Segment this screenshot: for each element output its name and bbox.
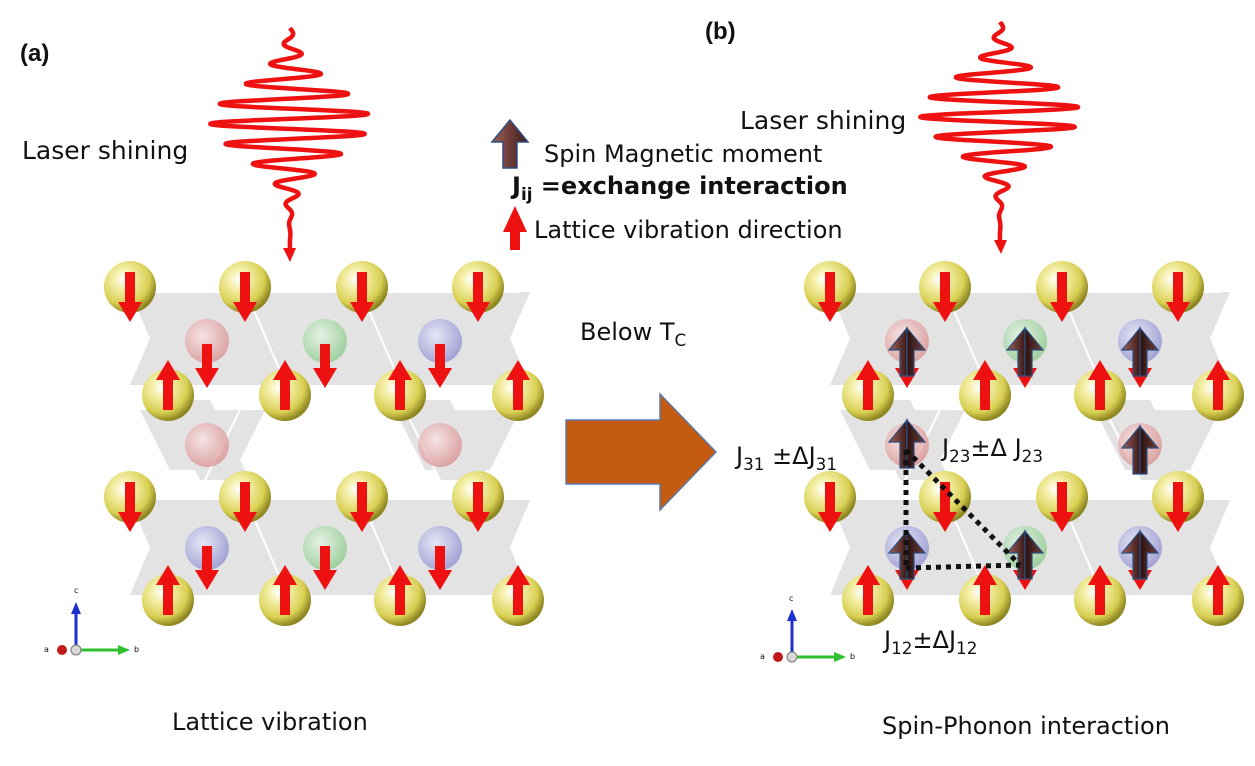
lattice-vibration-arrow [1166, 482, 1190, 532]
lattice-vibration-arrow [388, 565, 412, 615]
j12-label: J12±ΔJ12 [884, 626, 978, 658]
lattice-vibration-arrow [350, 482, 374, 532]
lattice-vibration-arrow [933, 482, 957, 532]
panel-b-lattice [804, 261, 1244, 626]
laser-label-a: Laser shining [22, 136, 189, 165]
axes-indicator-a [57, 602, 130, 656]
legend-lattice-label: Lattice vibration direction [534, 216, 843, 244]
lattice-atom-inner [418, 423, 462, 467]
lattice-vibration-arrow [466, 482, 490, 532]
lattice-vibration-arrow [388, 360, 412, 410]
axis-a-label-b: a [760, 652, 765, 661]
axis-b-label-b: b [850, 652, 856, 661]
spin-moment-arrow [1024, 529, 1045, 580]
lattice-vibration-arrow [233, 482, 257, 532]
spin-moment-arrow [887, 326, 908, 377]
lattice-vibration-arrow [506, 565, 530, 615]
lattice-vibration-arrow [313, 344, 337, 388]
transition-arrow [565, 392, 718, 512]
legend-lattice-arrow-icon [503, 206, 527, 250]
spin-moment-arrow [1120, 326, 1141, 377]
spin-moment-arrow [1139, 424, 1160, 475]
lattice-vibration-arrow [118, 272, 142, 322]
axis-b-label-a: b [134, 645, 140, 654]
laser-pulse-a [208, 26, 371, 252]
lattice-vibration-arrow [466, 272, 490, 322]
lattice-vibration-arrow [818, 482, 842, 532]
laser-pulse-b [918, 20, 1081, 244]
lattice-vibration-arrow [195, 546, 219, 590]
lattice-atom-inner [418, 319, 462, 363]
spin-moment-arrow [1139, 529, 1160, 580]
spin-moment-arrow [906, 529, 927, 580]
lattice-vibration-arrow [313, 546, 337, 590]
exchange-triangle [903, 448, 1022, 571]
lattice-vibration-arrow [1206, 360, 1230, 410]
lattice-vibration-arrow [118, 482, 142, 532]
lattice-vibration-arrow [273, 360, 297, 410]
spin-moment-arrow [1005, 529, 1026, 580]
lattice-vibration-arrow [273, 565, 297, 615]
lattice-vibration-arrow [1050, 482, 1074, 532]
spin-moment-arrow [1120, 529, 1141, 580]
spin-moment-arrow [1139, 326, 1160, 377]
spin-moment-arrow [1120, 424, 1141, 475]
lattice-vibration-arrow [156, 360, 180, 410]
lattice-atom-inner [303, 319, 347, 363]
axis-c-label-a: c [74, 586, 79, 595]
lattice-vibration-arrow [856, 360, 880, 410]
lattice-vibration-arrow [428, 344, 452, 388]
spin-moment-arrow [906, 418, 927, 469]
caption-b: Spin-Phonon interaction [882, 712, 1170, 740]
lattice-vibration-arrow [195, 344, 219, 388]
lattice-vibration-arrow [428, 546, 452, 590]
spin-moment-arrow [906, 326, 927, 377]
lattice-vibration-arrow [506, 360, 530, 410]
axes-indicator-b [773, 609, 846, 663]
lattice-vibration-arrow [933, 272, 957, 322]
axis-c-label-b: c [789, 594, 794, 603]
legend-spin-icon [490, 118, 530, 169]
spin-moment-arrow [887, 418, 908, 469]
lattice-vibration-arrow [1088, 360, 1112, 410]
transition-label: Below TC [580, 318, 687, 350]
lattice-vibration-arrow [233, 272, 257, 322]
lattice-vibration-arrow [156, 565, 180, 615]
lattice-vibration-arrow [350, 272, 374, 322]
caption-a: Lattice vibration [172, 708, 368, 736]
lattice-vibration-arrow [1088, 565, 1112, 615]
lattice-atom-inner [185, 423, 229, 467]
lattice-vibration-arrow [1206, 565, 1230, 615]
panel-a-tag: (a) [20, 40, 50, 67]
lattice-vibration-arrow [818, 272, 842, 322]
j23-label: J23±Δ J23 [942, 434, 1044, 466]
lattice-vibration-arrow [973, 360, 997, 410]
panel-a-lattice [104, 261, 544, 626]
spin-moment-arrow [1024, 326, 1045, 377]
lattice-vibration-arrow [1166, 272, 1190, 322]
spin-moment-arrow [1005, 326, 1026, 377]
j31-label: J31 ±ΔJ31 [736, 442, 838, 474]
laser-arrowhead-b [994, 240, 1007, 254]
laser-arrowhead-a [283, 248, 296, 262]
lattice-atom-inner [185, 319, 229, 363]
lattice-vibration-arrow [1050, 272, 1074, 322]
laser-label-b: Laser shining [740, 106, 907, 135]
lattice-vibration-arrow [856, 565, 880, 615]
legend-spin-label: Spin Magnetic moment [544, 140, 823, 168]
lattice-vibration-arrow [973, 565, 997, 615]
panel-b-tag: (b) [705, 18, 736, 45]
legend-exchange-label: Jij =exchange interaction [512, 172, 848, 204]
axis-a-label-a: a [44, 645, 49, 654]
